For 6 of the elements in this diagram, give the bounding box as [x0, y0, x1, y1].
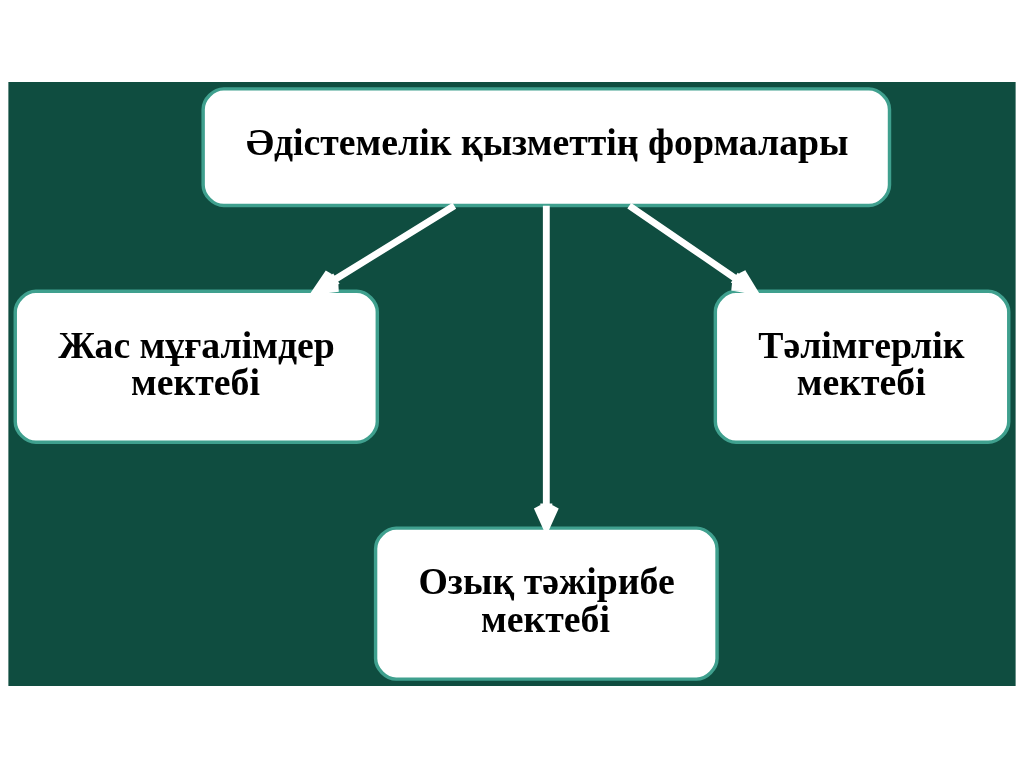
- node-box: Тәлімгерлік мектебі: [713, 289, 1011, 444]
- arrow: [627, 202, 758, 295]
- node-box: Озық тәжірибе мектебі: [373, 525, 719, 681]
- arrow: [312, 202, 457, 295]
- node-box: Жас мұғалімдер мектебі: [13, 289, 379, 444]
- node-box: Әдістемелік қызметтің формалары: [201, 86, 892, 207]
